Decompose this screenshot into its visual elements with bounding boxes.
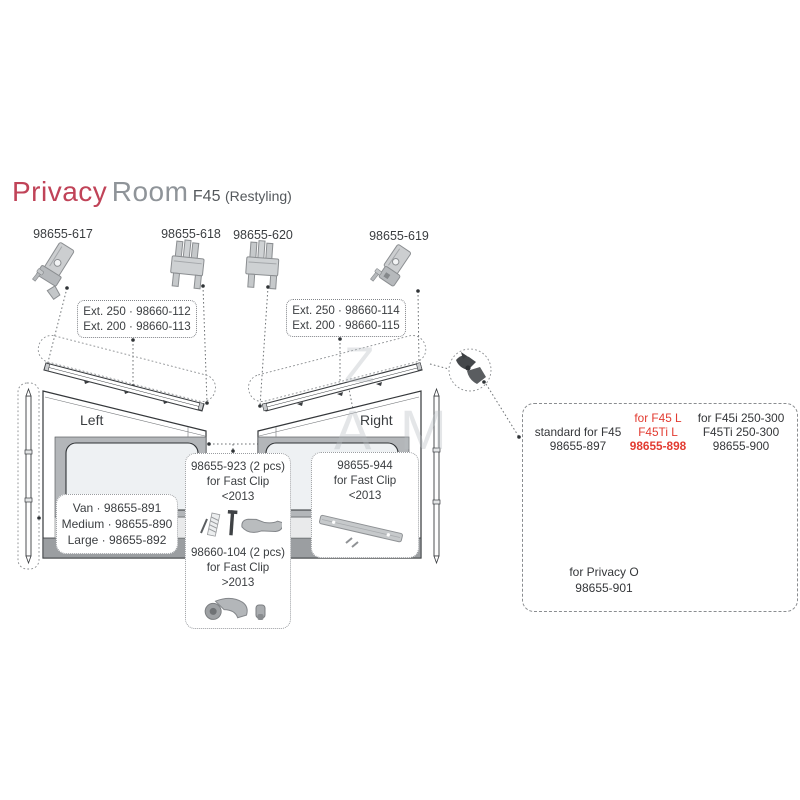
- kit-f45l-number: 98655-898: [629, 439, 687, 453]
- left-pole: [17, 382, 40, 570]
- part-label-620: 98655-620: [233, 228, 293, 242]
- clamp-icon: [456, 352, 486, 384]
- part-620-image: [245, 240, 280, 290]
- kit-f45l-line1: for F45 L: [634, 411, 682, 425]
- clamp-detail: [448, 348, 492, 392]
- title-room: Room: [111, 176, 189, 207]
- kit-standard-number: 98655-897: [549, 439, 607, 453]
- part-618-image: [170, 239, 205, 290]
- kit-f45i-header: for F45i 250-300 F45Ti 250-300 98655-900: [691, 411, 791, 453]
- page-title: Privacy Room F45 (Restyling): [12, 176, 292, 208]
- right-pole: [432, 387, 441, 565]
- size-van: Van · 98655-891: [72, 501, 162, 515]
- kit-privacy-o-line1: for Privacy O: [569, 565, 639, 579]
- ext-left-line1: Ext. 250 · 98660-112: [83, 305, 191, 318]
- size-box: Van · 98655-891 Medium · 98655-890 Large…: [56, 494, 178, 554]
- ext-box-right: Ext. 250 · 98660-114 Ext. 200 · 98660-11…: [286, 299, 406, 337]
- right-panel-label: Right: [360, 412, 393, 428]
- kit-f45l-line2: F45Ti L: [638, 425, 678, 439]
- ext-left-line2: Ext. 200 · 98660-113: [83, 320, 191, 333]
- fastclip-new-parts-image: [194, 591, 282, 629]
- kit-f45l-header: for F45 L F45Ti L 98655-898: [627, 411, 689, 453]
- strip-part-image: [318, 505, 412, 557]
- fastclip-old-parts-image: [194, 505, 284, 543]
- ext-right-line2: Ext. 200 · 98660-115: [292, 319, 400, 332]
- kit-f45i-line2: F45Ti 250-300: [702, 425, 780, 439]
- strip-box: 98655-944 for Fast Clip <2013: [311, 452, 419, 558]
- part-label-617: 98655-617: [33, 227, 93, 241]
- kit-standard-line1: standard for F45: [534, 425, 622, 439]
- kit-privacy-o-header: for Privacy O 98655-901: [544, 564, 664, 596]
- fastclip-new-id: 98660-104 (2 pcs): [190, 546, 286, 559]
- part-label-618: 98655-618: [161, 227, 221, 241]
- size-large: Large · 98655-892: [67, 533, 167, 547]
- title-variant: (Restyling): [224, 188, 292, 204]
- ext-right-line1: Ext. 250 · 98660-114: [292, 304, 400, 317]
- kits-header-row: standard for F45 98655-897 for F45 L F45…: [523, 404, 797, 453]
- fastclip-new-desc: for Fast Clip >2013: [206, 561, 270, 589]
- left-panel-label: Left: [80, 412, 104, 428]
- left-rail: [37, 335, 216, 412]
- kit-f45i-number: 98655-900: [712, 439, 770, 453]
- part-label-619: 98655-619: [369, 229, 429, 243]
- kit-privacy-o-number: 98655-901: [575, 581, 633, 595]
- kits-box: standard for F45 98655-897 for F45 L F45…: [522, 403, 798, 612]
- strip-desc: for Fast Clip <2013: [333, 474, 397, 502]
- title-privacy: Privacy: [12, 176, 108, 207]
- fastclip-old-desc: for Fast Clip <2013: [206, 475, 270, 503]
- part-617-image: [32, 242, 75, 301]
- part-619-image: [370, 244, 411, 287]
- fastclip-old-id: 98655-923 (2 pcs): [190, 460, 286, 473]
- kit-standard-header: standard for F45 98655-897: [531, 425, 625, 453]
- title-model: F45: [192, 188, 221, 205]
- strip-id: 98655-944: [337, 459, 393, 472]
- size-medium: Medium · 98655-890: [61, 517, 173, 531]
- ext-box-left: Ext. 250 · 98660-112 Ext. 200 · 98660-11…: [77, 300, 197, 338]
- fastclip-box: 98655-923 (2 pcs) for Fast Clip <2013: [185, 453, 291, 629]
- kit-f45i-line1: for F45i 250-300: [697, 411, 785, 425]
- right-rail: [248, 335, 427, 412]
